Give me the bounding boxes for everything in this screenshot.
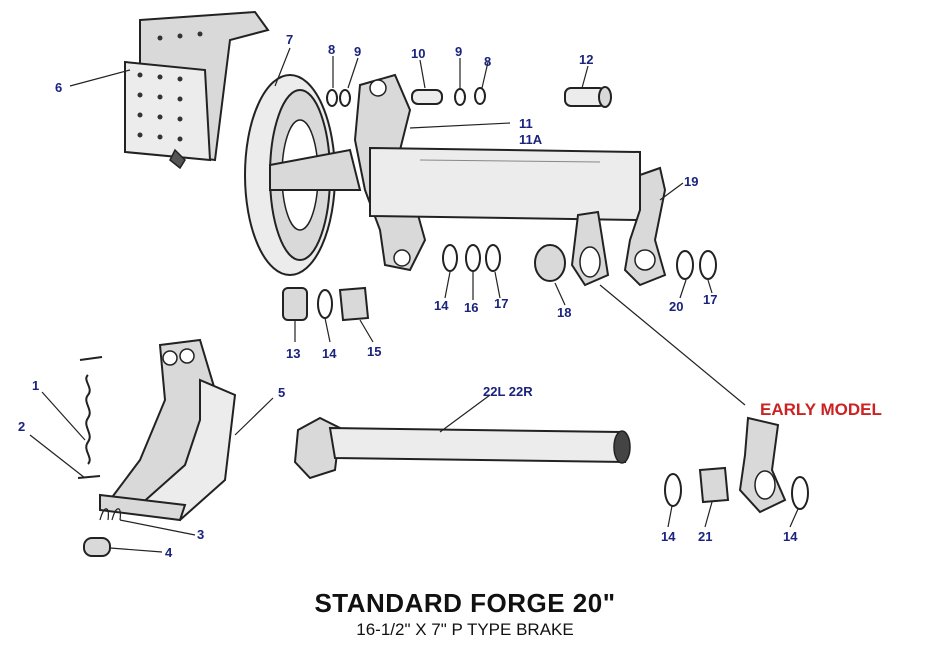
callout-12: 12: [579, 52, 593, 67]
leader-lines: [29, 47, 799, 553]
return-spring-parts-1-2: [77, 356, 103, 479]
diagram-subtitle: 16-1/2" X 7" P TYPE BRAKE: [356, 620, 574, 639]
callout-19: 19: [684, 174, 698, 189]
anchor-pin-part-12: [564, 86, 612, 108]
callout-labels: 6 7 8 9 10 9 8 12 11 11A 19 14 16 17 18 …: [18, 32, 882, 560]
callout-17a: 17: [494, 296, 508, 311]
brake-lining-part-6: [124, 10, 270, 170]
callout-14d: 14: [783, 529, 798, 544]
callout-9a: 9: [354, 44, 361, 59]
callout-14a: 14: [434, 298, 449, 313]
callout-14c: 14: [661, 529, 676, 544]
callout-15: 15: [367, 344, 381, 359]
callout-13: 13: [286, 346, 300, 361]
callout-11: 11: [519, 116, 533, 131]
callout-10: 10: [411, 46, 425, 61]
callout-7: 7: [286, 32, 293, 47]
callout-14b: 14: [322, 346, 337, 361]
camshaft-part-22: [293, 416, 631, 480]
callout-20: 20: [669, 299, 683, 314]
bushing-part-18: [534, 244, 566, 282]
washers-14-16-17: [442, 244, 717, 280]
early-model-parts: [664, 416, 809, 514]
callout-3: 3: [197, 527, 204, 542]
callout-17b: 17: [703, 292, 717, 307]
callout-2: 2: [18, 419, 25, 434]
callout-22: 22L 22R: [483, 384, 533, 399]
roller-part-4: [83, 537, 111, 557]
callout-21: 21: [698, 529, 712, 544]
clip-part-3: [99, 508, 121, 521]
brake-shoe-part-5: [99, 338, 237, 522]
camshaft-bracket: [570, 210, 610, 287]
callout-8b: 8: [484, 54, 491, 69]
callout-5: 5: [278, 385, 285, 400]
slack-adjuster-part-19: [623, 166, 667, 287]
callout-4: 4: [165, 545, 173, 560]
parts-13-14-15: [282, 286, 370, 322]
callout-18: 18: [557, 305, 571, 320]
callout-9b: 9: [455, 44, 462, 59]
callout-11a: 11A: [519, 132, 543, 147]
callout-8a: 8: [328, 42, 335, 57]
small-rings-parts-8-9: [326, 87, 486, 107]
pin-part-10: [411, 89, 443, 105]
diagram-title: STANDARD FORGE 20": [314, 588, 616, 618]
callout-1: 1: [32, 378, 39, 393]
spindle-stub: [269, 148, 362, 191]
callout-16: 16: [464, 300, 478, 315]
early-model-label: EARLY MODEL: [760, 400, 882, 419]
callout-6: 6: [55, 80, 62, 95]
axle-tube: [369, 146, 641, 222]
